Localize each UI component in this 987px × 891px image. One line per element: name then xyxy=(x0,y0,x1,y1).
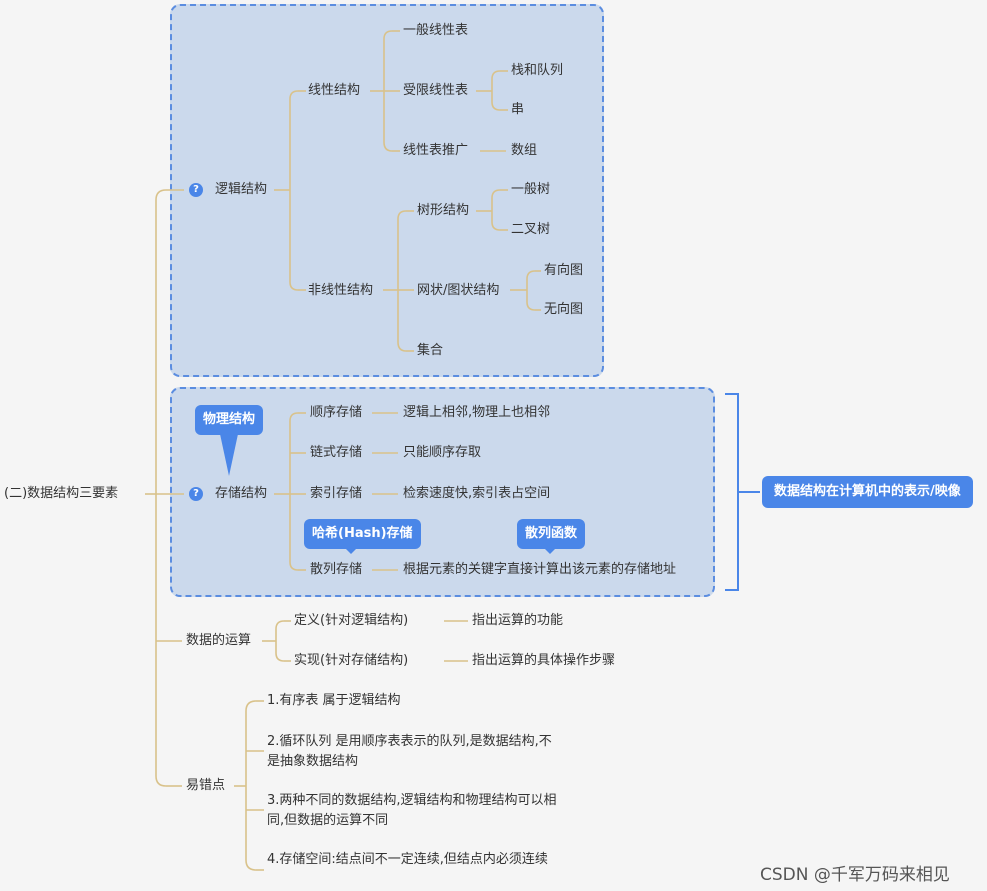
pitfall-item-2[interactable]: 2.循环队列 是用顺序表表示的队列,是数据结构,不是抽象数据结构 xyxy=(267,734,552,769)
set-node[interactable]: 集合 xyxy=(417,343,444,358)
question-icon: ? xyxy=(189,183,203,197)
pitfalls-node[interactable]: 易错点 xyxy=(186,778,226,793)
indexed-storage-desc[interactable]: 检索速度快,索引表占空间 xyxy=(403,486,551,501)
logical-structure-group xyxy=(170,4,604,377)
hash-function-callout: 散列函数 xyxy=(517,519,586,549)
linear-list-extension-node[interactable]: 线性表推广 xyxy=(403,143,469,158)
general-tree-node[interactable]: 一般树 xyxy=(511,182,551,197)
question-icon: ? xyxy=(189,487,203,501)
watermark: CSDN @千军万码来相见 xyxy=(760,865,950,885)
pitfall-item-3[interactable]: 3.两种不同的数据结构,逻辑结构和物理结构可以相同,但数据的运算不同 xyxy=(267,793,557,828)
callout-pointer xyxy=(220,434,238,476)
function-callout-tail xyxy=(544,548,556,554)
linked-storage-node[interactable]: 链式存储 xyxy=(310,445,363,460)
logical-structure-node[interactable]: 逻辑结构 xyxy=(215,182,268,197)
hash-storage-node[interactable]: 散列存储 xyxy=(310,562,363,577)
physical-structure-callout-label: 物理结构 xyxy=(203,412,256,427)
storage-summary-node[interactable]: 数据结构在计算机中的表示/映像 xyxy=(762,476,973,508)
pitfall-item-4[interactable]: 4.存储空间:结点间不一定连续,但结点内必须连续 xyxy=(267,852,548,867)
string-node[interactable]: 串 xyxy=(511,102,525,117)
directed-graph-node[interactable]: 有向图 xyxy=(544,263,584,278)
array-node[interactable]: 数组 xyxy=(511,143,538,158)
undirected-graph-node[interactable]: 无向图 xyxy=(544,302,584,317)
operation-definition-desc[interactable]: 指出运算的功能 xyxy=(472,613,564,628)
hash-storage-callout-label: 哈希(Hash)存储 xyxy=(312,526,413,541)
restricted-linear-list-node[interactable]: 受限线性表 xyxy=(403,83,469,98)
operations-node[interactable]: 数据的运算 xyxy=(186,633,252,648)
physical-structure-callout: 物理结构 xyxy=(195,405,264,435)
storage-bracket xyxy=(725,393,739,591)
nonlinear-structure-node[interactable]: 非线性结构 xyxy=(308,283,374,298)
storage-summary-label: 数据结构在计算机中的表示/映像 xyxy=(774,484,961,499)
storage-structure-node[interactable]: 存储结构 xyxy=(215,486,268,501)
operation-implementation-node[interactable]: 实现(针对存储结构) xyxy=(294,653,409,668)
sequential-storage-node[interactable]: 顺序存储 xyxy=(310,405,363,420)
graph-structure-node[interactable]: 网状/图状结构 xyxy=(417,283,500,298)
root-node[interactable]: (二)数据结构三要素 xyxy=(4,486,119,501)
hash-callout-tail xyxy=(345,548,357,554)
tree-structure-node[interactable]: 树形结构 xyxy=(417,203,470,218)
stack-queue-node[interactable]: 栈和队列 xyxy=(511,63,564,78)
hash-storage-callout: 哈希(Hash)存储 xyxy=(304,519,421,549)
root-trunk xyxy=(155,189,167,787)
hash-storage-desc[interactable]: 根据元素的关键字直接计算出该元素的存储地址 xyxy=(403,562,677,577)
linear-structure-node[interactable]: 线性结构 xyxy=(308,83,361,98)
pitfall-item-1[interactable]: 1.有序表 属于逻辑结构 xyxy=(267,693,401,708)
binary-tree-node[interactable]: 二叉树 xyxy=(511,222,551,237)
operation-definition-node[interactable]: 定义(针对逻辑结构) xyxy=(294,613,409,628)
indexed-storage-node[interactable]: 索引存储 xyxy=(310,486,363,501)
general-linear-list-node[interactable]: 一般线性表 xyxy=(403,23,469,38)
hash-function-callout-label: 散列函数 xyxy=(525,526,578,541)
sequential-storage-desc[interactable]: 逻辑上相邻,物理上也相邻 xyxy=(403,405,551,420)
operation-implementation-desc[interactable]: 指出运算的具体操作步骤 xyxy=(472,653,616,668)
linked-storage-desc[interactable]: 只能顺序存取 xyxy=(403,445,482,460)
